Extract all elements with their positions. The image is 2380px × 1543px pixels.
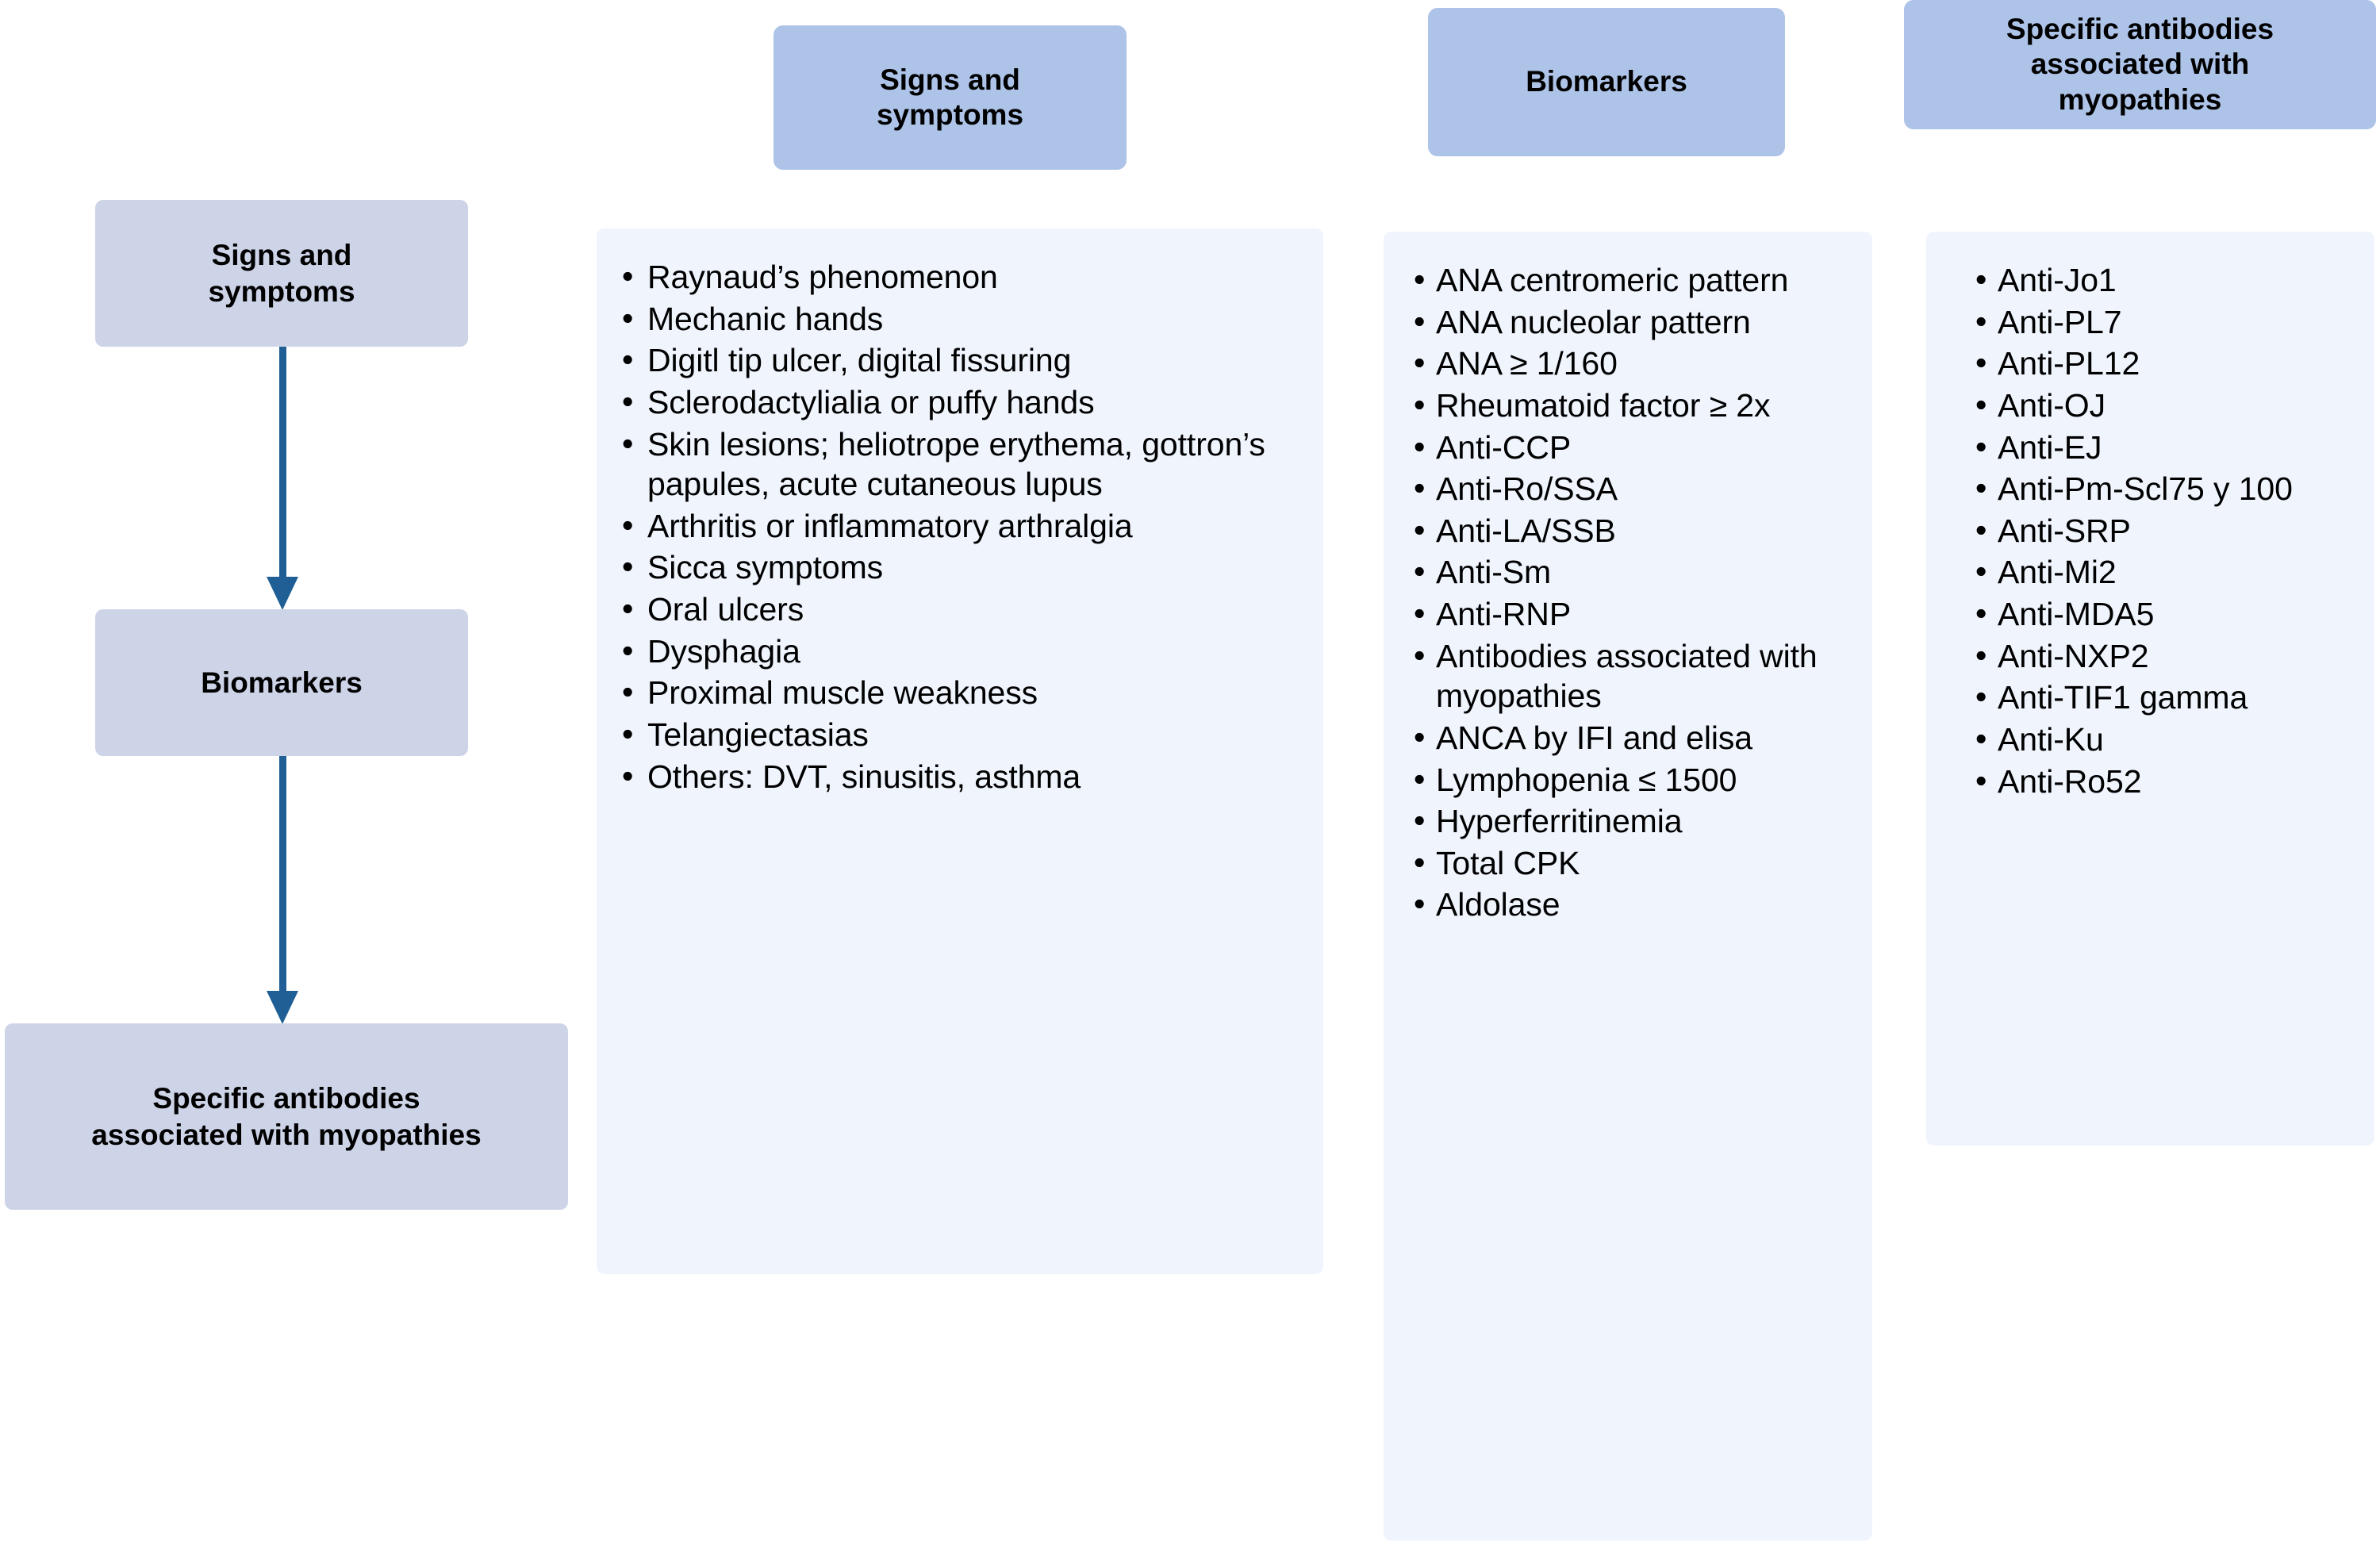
list-item: Anti-Ro52	[1966, 761, 2360, 802]
list-item: Oral ulcers	[611, 589, 1309, 630]
list-item: Dysphagia	[611, 631, 1309, 672]
arrow-shaft	[279, 347, 286, 578]
flow-step-label: Biomarkers	[201, 666, 363, 699]
list-item: Anti-OJ	[1966, 385, 2360, 426]
list-item: Anti-CCP	[1404, 427, 1858, 468]
list-item: Mechanic hands	[611, 298, 1309, 340]
arrow-down-icon	[262, 347, 303, 610]
signs-and-symptoms-list: Raynaud’s phenomenonMechanic handsDigitl…	[611, 256, 1309, 797]
list-item: Anti-Ro/SSA	[1404, 468, 1858, 509]
list-item: Anti-Pm-Scl75 y 100	[1966, 468, 2360, 509]
list-item: Anti-LA/SSB	[1404, 510, 1858, 551]
list-item: Total CPK	[1404, 843, 1858, 884]
list-item: Anti-PL7	[1966, 301, 2360, 343]
list-item: Anti-EJ	[1966, 427, 2360, 468]
list-item: Anti-SRP	[1966, 510, 2360, 551]
list-item: Anti-Jo1	[1966, 259, 2360, 301]
flow-step-biomarkers: Biomarkers	[95, 609, 468, 756]
list-item: Anti-Ku	[1966, 719, 2360, 760]
list-item: Raynaud’s phenomenon	[611, 256, 1309, 297]
list-item: Anti-Mi2	[1966, 551, 2360, 593]
biomarkers-list: ANA centromeric patternANA nucleolar pat…	[1404, 259, 1858, 925]
list-item: Digitl tip ulcer, digital fissuring	[611, 340, 1309, 381]
list-item: Proximal muscle weakness	[611, 672, 1309, 713]
arrow-shaft	[279, 756, 286, 992]
list-item: Others: DVT, sinusitis, asthma	[611, 756, 1309, 797]
arrow-head	[267, 991, 298, 1024]
list-item: Sicca symptoms	[611, 547, 1309, 588]
list-item: Sclerodactylialia or puffy hands	[611, 382, 1309, 423]
column-header-label: Biomarkers	[1526, 65, 1687, 98]
column-panel-signs-and-symptoms: Raynaud’s phenomenonMechanic handsDigitl…	[597, 228, 1323, 1274]
list-item: ANA centromeric pattern	[1404, 259, 1858, 301]
list-item: Hyperferritinemia	[1404, 800, 1858, 842]
list-item: Anti-NXP2	[1966, 635, 2360, 677]
list-item: Anti-MDA5	[1966, 593, 2360, 635]
list-item: Aldolase	[1404, 884, 1858, 925]
specific-antibodies-list: Anti-Jo1Anti-PL7Anti-PL12Anti-OJAnti-EJA…	[1966, 259, 2360, 802]
list-item: ANA nucleolar pattern	[1404, 301, 1858, 343]
list-item: Anti-PL12	[1966, 343, 2360, 384]
list-item: Skin lesions; heliotrope erythema, gottr…	[611, 423, 1309, 505]
list-item: Lymphopenia ≤ 1500	[1404, 759, 1858, 800]
list-item: Anti-TIF1 gamma	[1966, 677, 2360, 718]
arrow-head	[267, 577, 298, 610]
list-item: ANCA by IFI and elisa	[1404, 717, 1858, 758]
list-item: Anti-Sm	[1404, 551, 1858, 593]
column-panel-biomarkers: ANA centromeric patternANA nucleolar pat…	[1384, 232, 1872, 1541]
column-panel-specific-antibodies: Anti-Jo1Anti-PL7Anti-PL12Anti-OJAnti-EJA…	[1926, 232, 2374, 1146]
list-item: Rheumatoid factor ≥ 2x	[1404, 385, 1858, 426]
list-item: Anti-RNP	[1404, 593, 1858, 635]
list-item: Arthritis or inflammatory arthralgia	[611, 505, 1309, 547]
list-item: ANA ≥ 1/160	[1404, 343, 1858, 384]
column-header-biomarkers: Biomarkers	[1428, 8, 1785, 156]
arrow-down-icon	[262, 756, 303, 1024]
list-item: Telangiectasias	[611, 714, 1309, 755]
list-item: Antibodies associated with myopathies	[1404, 635, 1858, 716]
